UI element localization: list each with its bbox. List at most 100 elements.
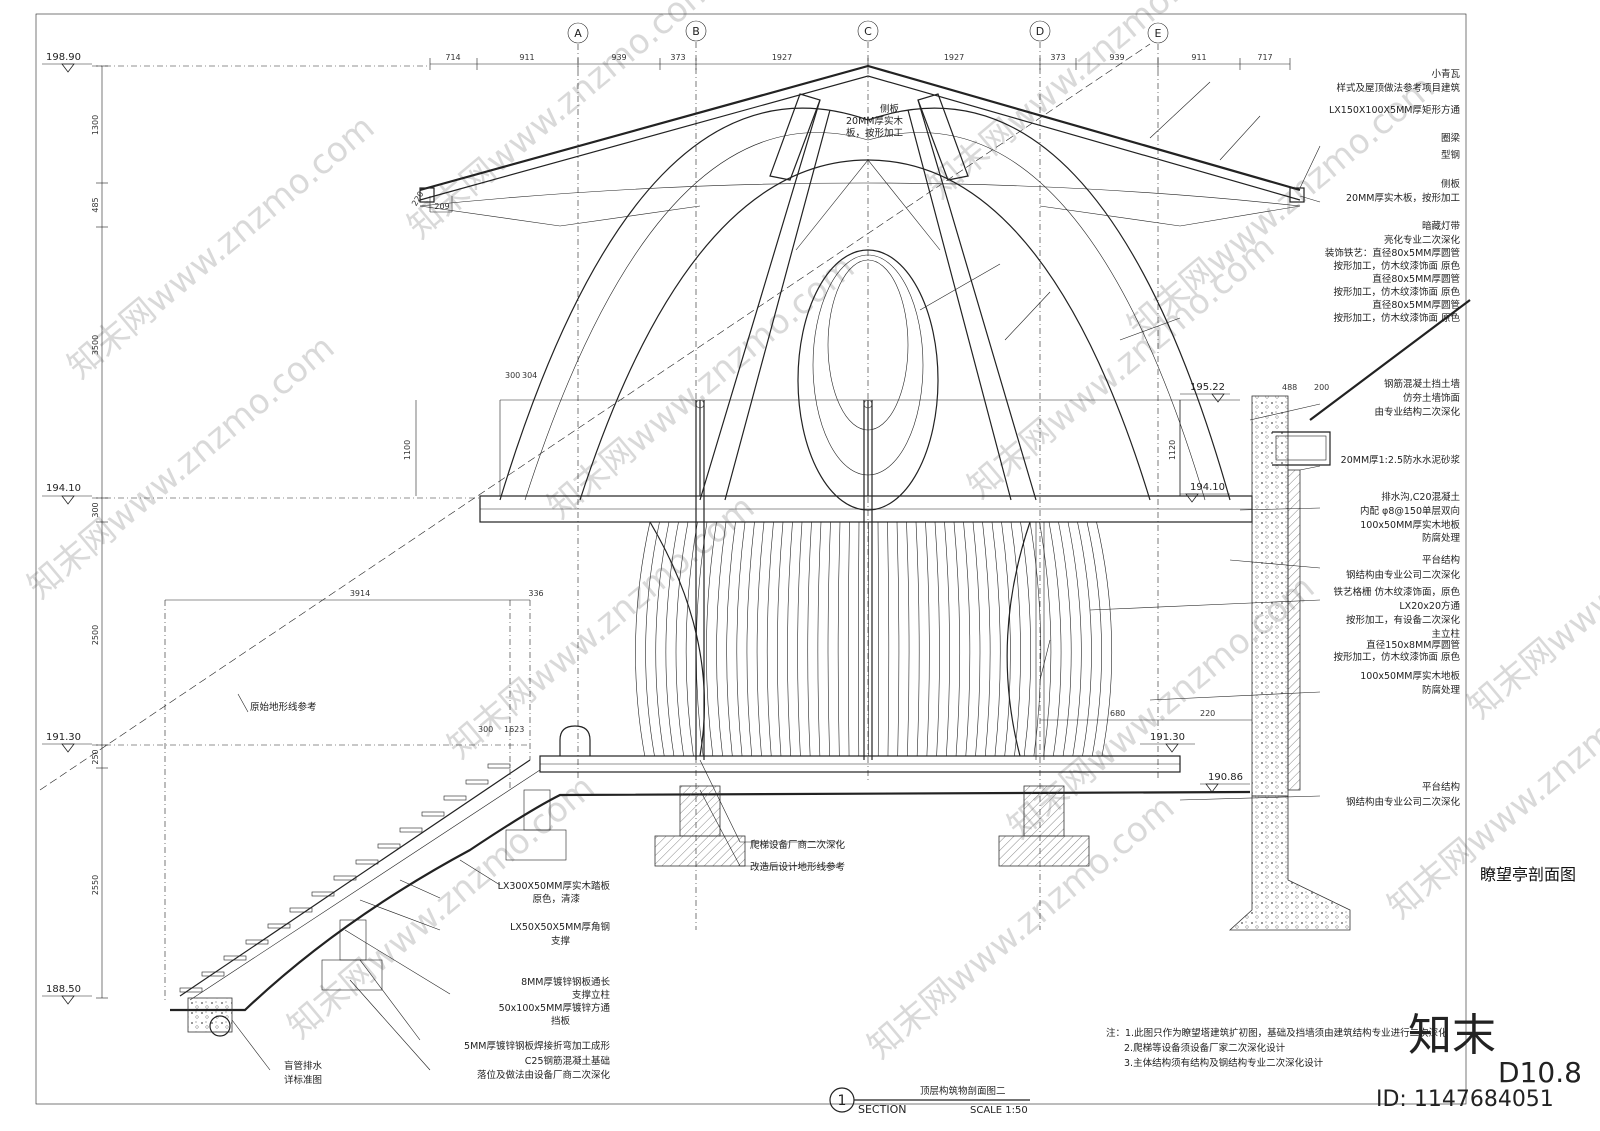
callout-right-24: 钢结构由专业公司二次深化 xyxy=(1346,569,1461,581)
callout-bl-2: LX50X50X5MM厚角钢 xyxy=(510,921,610,933)
leader-line xyxy=(919,263,1001,311)
svg-text:195.22: 195.22 xyxy=(1190,382,1225,393)
leader-line xyxy=(1149,691,1321,701)
callout-bl-11: 盲管排水 xyxy=(284,1060,323,1072)
leader-line xyxy=(1299,195,1321,203)
svg-text:板，按形加工: 板，按形加工 xyxy=(846,127,904,139)
roof-side-note: 侧板 20MM厚实木 板，按形加工 xyxy=(846,103,904,139)
bottom-left-callouts: LX300X50MM厚实木踏板原色，清漆LX50X50X5MM厚角钢支撑8MM厚… xyxy=(231,859,611,1086)
level-190-86: 190.86 xyxy=(1200,772,1250,793)
leader-line xyxy=(399,879,441,899)
watermark-text: 知末网www.znzmo.com xyxy=(60,107,382,386)
callout-right-8: 亮化专业二次深化 xyxy=(1384,234,1461,246)
svg-text:191.30: 191.30 xyxy=(46,732,81,743)
callout-right-17: 由专业结构二次深化 xyxy=(1374,406,1460,418)
callout-right-1: 样式及屋顶做法参考项目建筑 xyxy=(1336,82,1460,94)
svg-text:188.50: 188.50 xyxy=(46,984,81,995)
svg-text:1927: 1927 xyxy=(772,53,792,62)
leader-line xyxy=(1229,559,1321,569)
svg-text:194.10: 194.10 xyxy=(1190,482,1225,493)
svg-text:250: 250 xyxy=(91,749,100,764)
callout-right-13: 直径80x5MM厚圆管 xyxy=(1372,299,1460,311)
svg-text:300: 300 xyxy=(91,502,100,517)
callout-right-14: 按形加工，仿木纹漆饰面 原色 xyxy=(1333,312,1460,324)
svg-text:336: 336 xyxy=(528,589,543,598)
svg-text:20MM厚实木: 20MM厚实木 xyxy=(846,115,903,127)
svg-text:1300: 1300 xyxy=(91,115,100,135)
callout-right-33: 平台结构 xyxy=(1422,781,1460,793)
svg-text:改造后设计地形线参考: 改造后设计地形线参考 xyxy=(750,861,845,873)
lower-platform: 300 1623 680 220 xyxy=(478,709,1252,773)
callout-right-22: 防腐处理 xyxy=(1422,532,1461,544)
callout-right-0: 小青瓦 xyxy=(1431,68,1460,80)
svg-text:911: 911 xyxy=(1191,53,1206,62)
callout-right-20: 内配 φ8@150单层双向 xyxy=(1360,505,1460,517)
callout-bl-0: LX300X50MM厚实木踏板 xyxy=(498,880,611,892)
svg-text:304: 304 xyxy=(522,371,537,380)
svg-text:D: D xyxy=(1036,25,1044,38)
leader-line xyxy=(1089,599,1321,611)
leader-line xyxy=(359,899,441,931)
callout-right-12: 按形加工，仿木纹漆饰面 原色 xyxy=(1333,286,1460,298)
svg-text:194.10: 194.10 xyxy=(46,483,81,494)
level-194-10-left: 194.10 xyxy=(42,483,480,505)
svg-text:侧板: 侧板 xyxy=(880,103,900,115)
callout-right-18: 20MM厚1:2.5防水水泥砂浆 xyxy=(1341,454,1461,466)
svg-text:1927: 1927 xyxy=(944,53,964,62)
drain-pipe xyxy=(187,997,233,1037)
svg-text:300: 300 xyxy=(478,725,493,734)
side-title: 瞭望亭剖面图 xyxy=(1480,865,1576,884)
callout-right-23: 平台结构 xyxy=(1422,554,1460,566)
svg-text:939: 939 xyxy=(611,53,626,62)
leader-line xyxy=(349,979,431,1071)
svg-text:680: 680 xyxy=(1110,709,1125,718)
svg-text:220: 220 xyxy=(1200,709,1215,718)
lattice-screen xyxy=(635,521,1113,757)
leader-line xyxy=(1219,115,1261,161)
svg-text:1623: 1623 xyxy=(504,725,524,734)
callout-right-5: 侧板 xyxy=(1441,178,1461,190)
svg-text:1100: 1100 xyxy=(403,440,412,460)
leader-line xyxy=(359,959,421,1041)
arched-ribs xyxy=(499,93,1231,511)
svg-text:3.主体结构须有结构及钢结构专业二次深化设计: 3.主体结构须有结构及钢结构专业二次深化设计 xyxy=(1124,1057,1324,1069)
terrain-label: 原始地形线参考 xyxy=(250,701,317,713)
stair xyxy=(179,759,541,1001)
leader-line xyxy=(1249,403,1321,421)
svg-text:209: 209 xyxy=(434,202,449,211)
center-callouts: 爬梯设备厂商二次深化 改造后设计地形线参考 xyxy=(699,759,846,873)
callout-right-3: 圈梁 xyxy=(1441,132,1461,144)
callout-right-25: 铁艺格栅 仿木纹漆饰面，原色 xyxy=(1333,586,1460,598)
callout-bl-8: 5MM厚镀锌钢板焊接折弯加工成形 xyxy=(464,1040,610,1052)
svg-text:C: C xyxy=(864,25,872,38)
callout-right-31: 100x50MM厚实木地板 xyxy=(1360,670,1460,682)
svg-text:485: 485 xyxy=(91,197,100,212)
leader-line xyxy=(459,859,501,886)
callout-bl-6: 50x100x5MM厚镀锌方通 xyxy=(499,1002,611,1014)
roof: 209 220 xyxy=(410,64,1305,227)
brand-mark: 知末 xyxy=(1408,1010,1496,1061)
callout-bl-4: 8MM厚镀锌钢板通长 xyxy=(521,976,610,988)
leader-line xyxy=(1039,639,1051,681)
image-id: ID: 1147684051 xyxy=(1376,1087,1554,1112)
svg-text:B: B xyxy=(692,25,700,38)
svg-text:300: 300 xyxy=(505,371,520,380)
callout-right-9: 装饰铁艺：直径80x5MM厚圆管 xyxy=(1325,247,1460,259)
callout-right-29: 直径150x8MM厚圆管 xyxy=(1366,639,1460,651)
callout-right-21: 100x50MM厚实木地板 xyxy=(1360,519,1460,531)
leader-line xyxy=(1299,145,1321,189)
left-dimension-chain: 1300 485 3500 300 2500 250 2550 xyxy=(91,65,108,999)
callout-right-10: 按形加工，仿木纹漆饰面 原色 xyxy=(1333,260,1460,272)
callout-bl-12: 详标准图 xyxy=(284,1074,322,1086)
svg-text:1120: 1120 xyxy=(1168,440,1177,460)
leader-line xyxy=(1119,317,1181,341)
svg-text:爬梯设备厂商二次深化: 爬梯设备厂商二次深化 xyxy=(750,839,846,851)
grid-axis-a: A xyxy=(567,22,589,780)
right-callouts: 小青瓦样式及屋顶做法参考项目建筑LX150X100X5MM厚矩形方通圈梁型钢侧板… xyxy=(919,68,1461,808)
svg-text:190.86: 190.86 xyxy=(1208,772,1243,783)
sheet-border xyxy=(35,13,1467,1105)
leader-line xyxy=(231,1019,271,1071)
level-195-22: 195.22 xyxy=(1180,382,1230,403)
